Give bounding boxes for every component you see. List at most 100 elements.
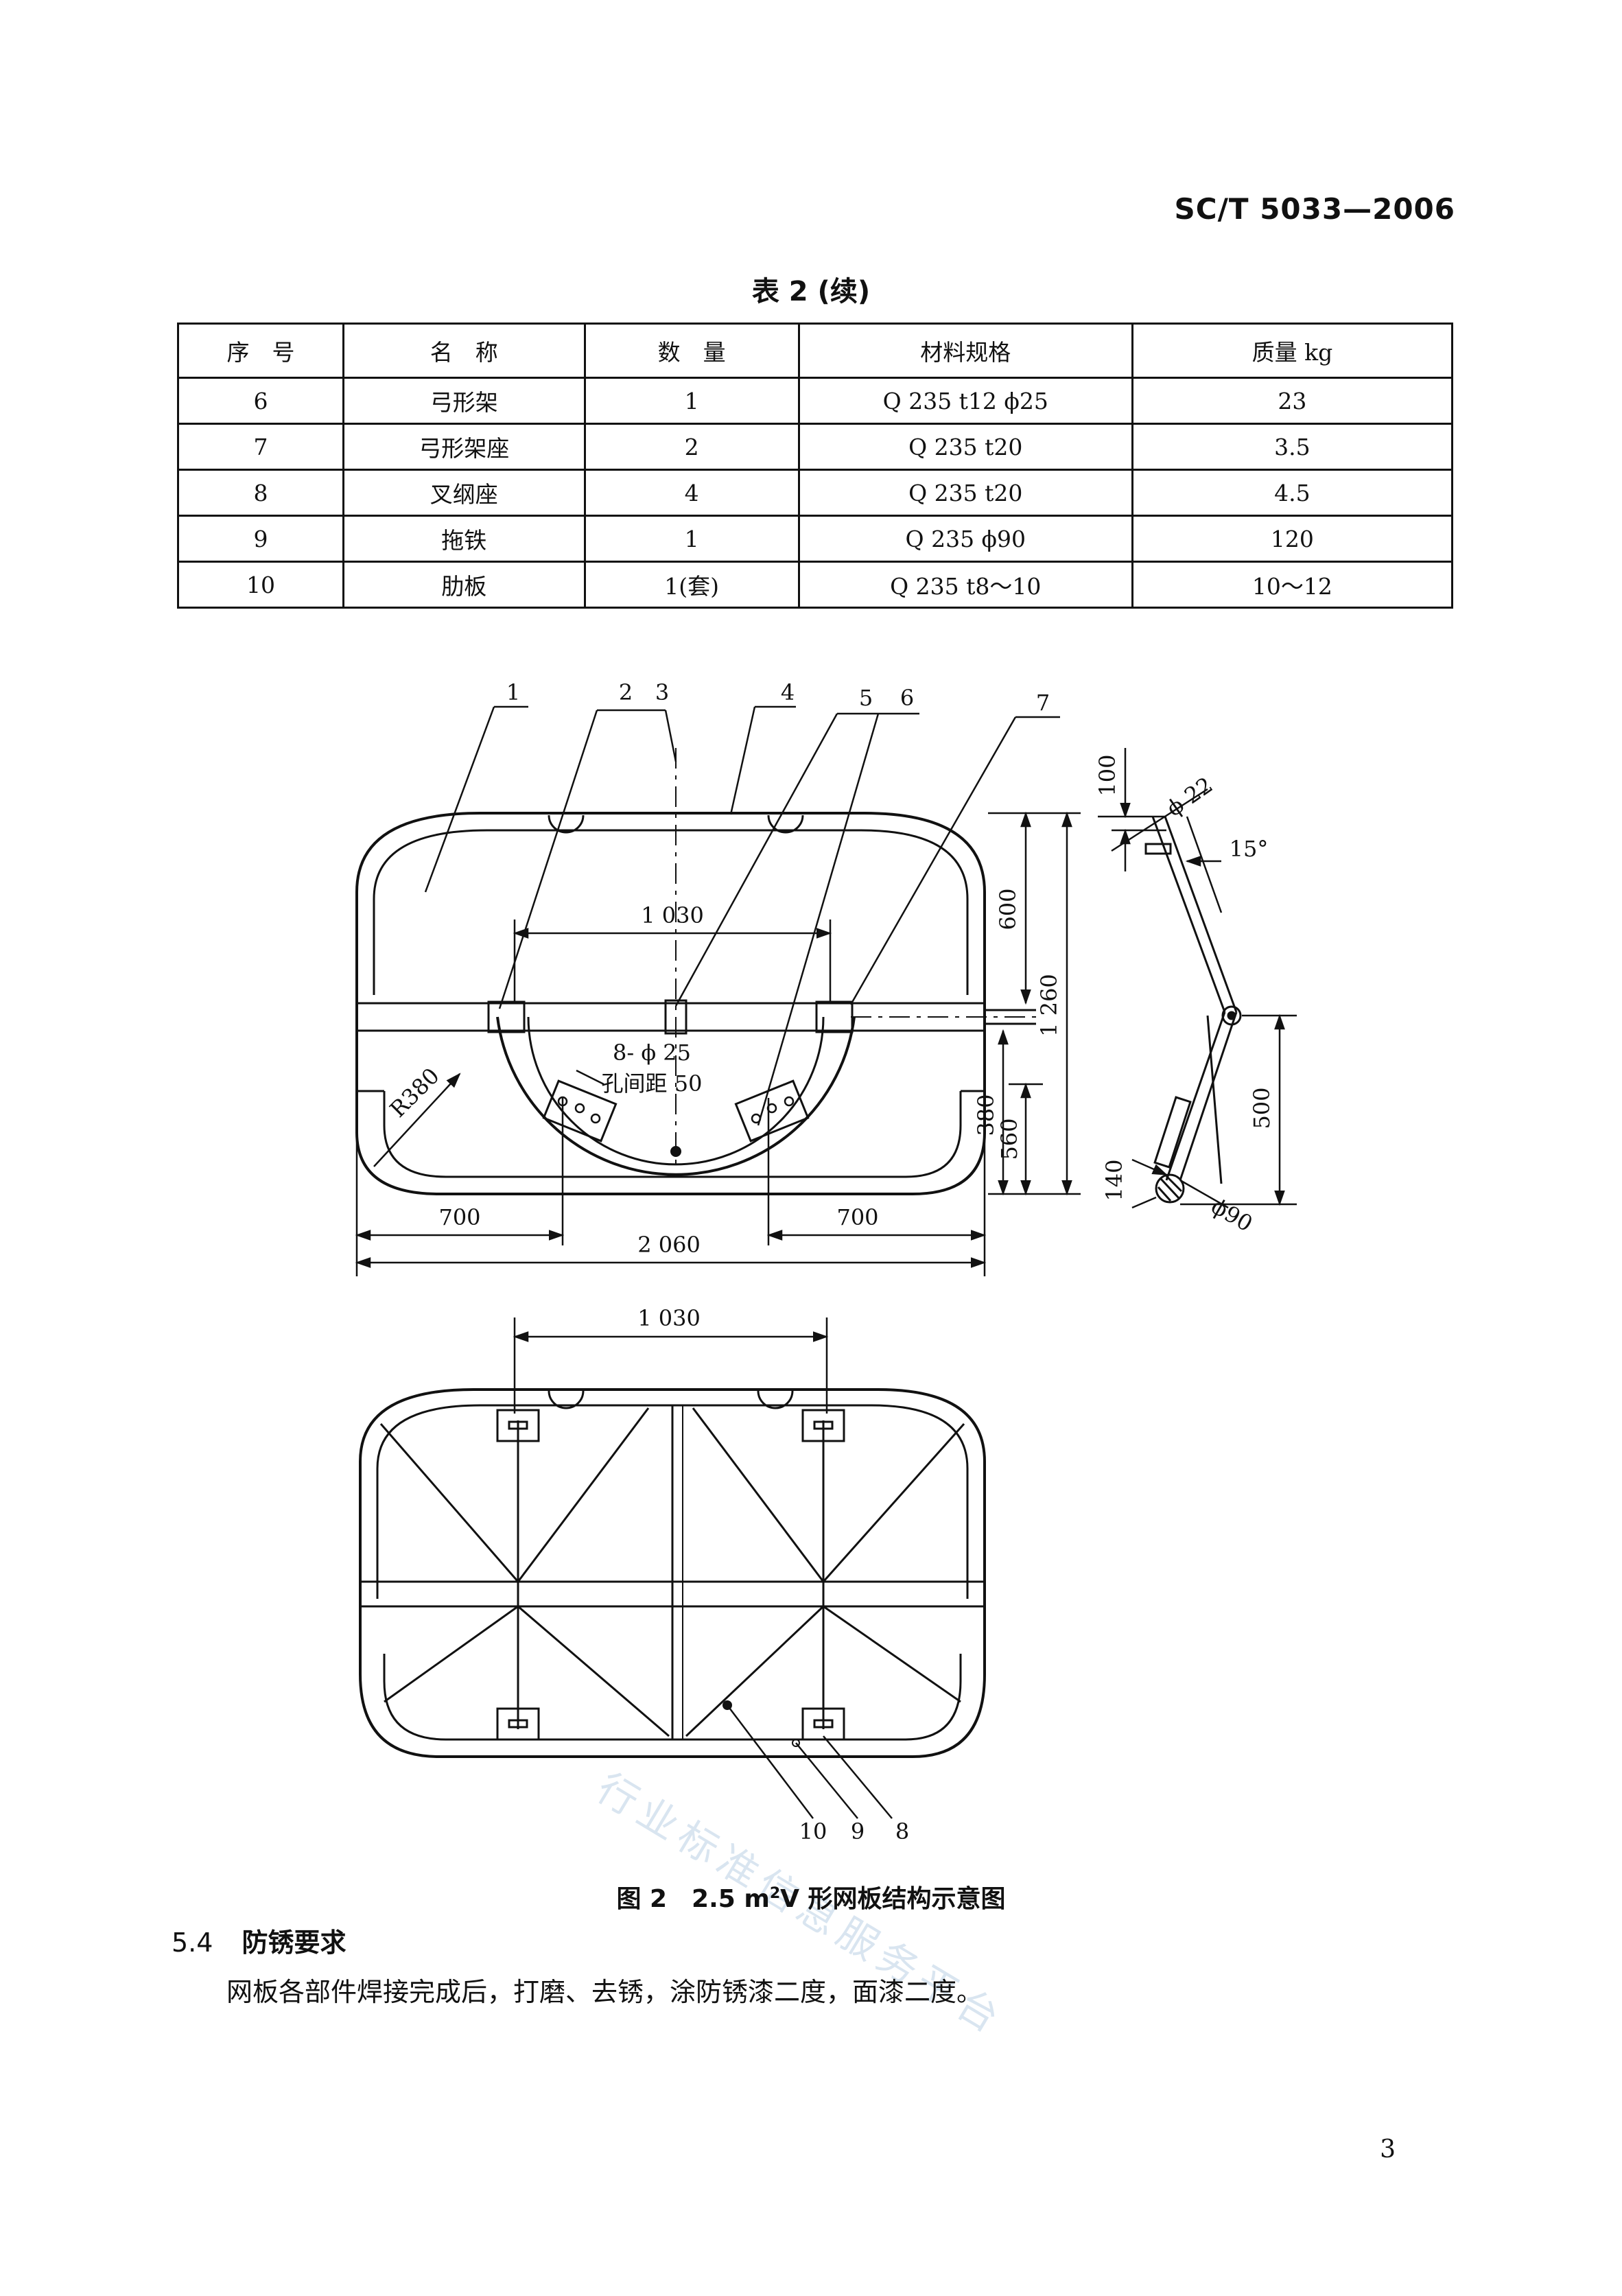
column-header: 数 量 xyxy=(583,323,800,379)
top-notch-left xyxy=(548,815,585,834)
table-cell: 2 xyxy=(583,423,800,471)
dim-left-offset: 700 xyxy=(438,1204,480,1230)
table-cell: 1 xyxy=(583,377,800,425)
section-body: 网板各部件焊接完成后，打磨、去锈，涂防锈漆二度，面漆二度。 xyxy=(226,1977,983,2007)
table-cell: 8 xyxy=(177,469,344,517)
table-row: 6 弓形架 1 Q 235 t12 ϕ25 23 xyxy=(177,377,1454,425)
dim-top-width: 1 030 xyxy=(641,902,704,928)
board-outline-outer xyxy=(355,812,986,1195)
dim-radius: R380 xyxy=(385,1063,445,1123)
table-cell: 拖铁 xyxy=(342,515,586,563)
table-cell: Q 235 t20 xyxy=(797,423,1133,471)
table-cell: 9 xyxy=(177,515,344,563)
callout-8: 8 xyxy=(895,1818,909,1844)
table-cell: 3.5 xyxy=(1131,423,1454,471)
centre-hole xyxy=(670,1146,681,1157)
v-shaped-otter-board-drawing: 1 2 3 4 5 6 7 8 9 10 1 030 1 030 2 060 7… xyxy=(355,679,1297,1844)
hole-plate-left xyxy=(542,1079,618,1143)
pivot-icon xyxy=(1221,1005,1242,1026)
bow-frame-outer xyxy=(496,1016,856,1176)
dim-380: 380 xyxy=(973,1094,999,1136)
rear-outline-inner xyxy=(376,1404,969,1599)
table-cell: 120 xyxy=(1131,515,1454,563)
rear-skid-inner xyxy=(383,1654,962,1741)
dim-bottom-width: 1 030 xyxy=(637,1305,701,1331)
rear-outline-outer xyxy=(359,1388,986,1758)
table-cell: 6 xyxy=(177,377,344,425)
rear-view xyxy=(359,1388,986,1758)
table-title: 表 2 (续) xyxy=(751,276,871,307)
callout-2: 2 xyxy=(619,679,633,705)
table-cell: 7 xyxy=(177,423,344,471)
table-row: 9 拖铁 1 Q 235 ϕ90 120 xyxy=(177,515,1454,563)
page-number: 3 xyxy=(1380,2135,1396,2164)
callout-7: 7 xyxy=(1036,690,1050,716)
table-cell: 23 xyxy=(1131,377,1454,425)
table-row: 8 叉纲座 4 Q 235 t20 4.5 xyxy=(177,469,1454,517)
section-number: 5.4 xyxy=(172,1928,213,1958)
callout-3: 3 xyxy=(655,679,669,705)
table-cell: Q 235 t8～10 xyxy=(797,561,1133,609)
table-cell: 叉纲座 xyxy=(342,469,586,517)
table-cell: 弓形架 xyxy=(342,377,586,425)
rear-view-dimensions xyxy=(513,1317,893,1819)
front-view-dimensions xyxy=(355,811,1081,1276)
callout-4: 4 xyxy=(781,679,795,705)
hole-plate-right xyxy=(734,1079,810,1143)
table-cell: 弓形架座 xyxy=(342,423,586,471)
bow-frame-seat-right xyxy=(815,1000,854,1033)
specification-table: 序 号 名 称 数 量 材料规格 质量 kg 6 弓形架 1 Q 235 t12… xyxy=(177,323,1454,609)
bow-frame-inner xyxy=(527,1016,825,1166)
table-cell: 10 xyxy=(177,561,344,609)
callout-6: 6 xyxy=(900,685,914,711)
side-view xyxy=(1144,816,1242,1204)
column-header: 序 号 xyxy=(177,323,344,379)
dim-holes: 8- ϕ 25 xyxy=(613,1040,691,1066)
dim-right-offset: 700 xyxy=(836,1204,878,1230)
table-row: 10 肋板 1(套) Q 235 t8～10 10～12 xyxy=(177,561,1454,609)
dim-560: 560 xyxy=(996,1118,1022,1160)
document-code: SC/T 5033—2006 xyxy=(1174,192,1455,226)
dim-hole-pitch: 孔间距 50 xyxy=(602,1070,703,1097)
dim-1260: 1 260 xyxy=(1036,974,1062,1037)
side-view-dimensions xyxy=(1098,748,1297,1209)
table-header-row: 序 号 名 称 数 量 材料规格 质量 kg xyxy=(177,323,1454,379)
column-header: 质量 kg xyxy=(1131,323,1454,379)
table-cell: 1 xyxy=(583,515,800,563)
dim-total-width: 2 060 xyxy=(637,1232,701,1258)
callout-10: 10 xyxy=(799,1818,827,1844)
table-cell: 1(套) xyxy=(583,561,800,609)
table-cell: 4.5 xyxy=(1131,469,1454,517)
callout-9: 9 xyxy=(851,1818,865,1844)
table-cell: 4 xyxy=(583,469,800,517)
dim-side-140: 140 xyxy=(1101,1159,1127,1201)
front-view xyxy=(355,748,1036,1195)
top-notch-right xyxy=(767,815,804,834)
section-heading: 5.4 防锈要求 xyxy=(172,1921,346,1959)
table-cell: Q 235 t12 ϕ25 xyxy=(797,377,1133,425)
diagonal-ribs xyxy=(379,1407,965,1737)
table-cell: Q 235 ϕ90 xyxy=(797,515,1133,563)
table-cell: 肋板 xyxy=(342,561,586,609)
bow-frame-seat-left xyxy=(487,1000,526,1033)
column-header: 名 称 xyxy=(342,323,586,379)
dim-side-angle: 15° xyxy=(1230,836,1269,862)
table-cell: 10～12 xyxy=(1131,561,1454,609)
figure-caption: 图 2 2.5 m2V 形网板结构示意图 xyxy=(616,1885,1006,1913)
table-row: 7 弓形架座 2 Q 235 t20 3.5 xyxy=(177,423,1454,471)
dim-600: 600 xyxy=(995,888,1021,930)
callout-1: 1 xyxy=(506,679,520,705)
callout-leaders xyxy=(424,705,1060,1126)
callout-5: 5 xyxy=(859,685,873,711)
dim-side-500: 500 xyxy=(1249,1087,1275,1129)
lower-skid-inner xyxy=(383,1091,962,1178)
section-title: 防锈要求 xyxy=(242,1928,346,1958)
fork-seats xyxy=(496,1409,845,1741)
table-cell: Q 235 t20 xyxy=(797,469,1133,517)
board-outline-inner xyxy=(373,829,969,995)
towing-weight-icon xyxy=(1155,1173,1185,1204)
side-bracket xyxy=(1144,843,1172,855)
centre-clamp xyxy=(664,999,687,1035)
dim-side-100: 100 xyxy=(1094,754,1120,796)
